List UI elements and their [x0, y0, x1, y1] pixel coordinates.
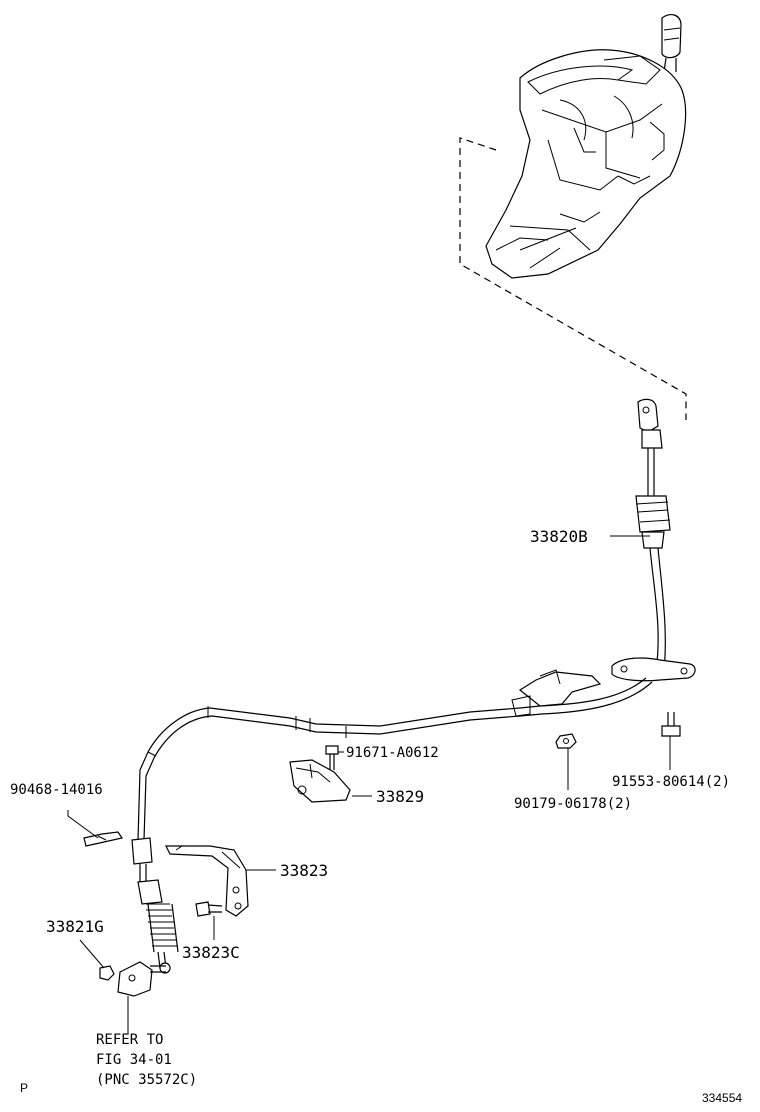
- label-90468-14016: 90468-14016: [10, 782, 103, 798]
- nut-33821g: [99, 965, 115, 981]
- bracket-33823: [165, 845, 249, 917]
- shift-cable-assembly: [131, 398, 696, 974]
- label-90179-06178: 90179-06178(2): [514, 796, 632, 812]
- label-33823c: 33823C: [182, 943, 240, 962]
- nut-90179: [555, 733, 577, 749]
- leader-lines: [67, 535, 671, 1034]
- label-refer-line2: FIG 34-01: [96, 1052, 172, 1068]
- bolt-91553: [661, 712, 681, 737]
- label-33821g: 33821G: [46, 917, 104, 936]
- label-refer-line3: (PNC 35572C): [96, 1072, 197, 1088]
- corner-marker: P: [20, 1081, 28, 1095]
- label-refer-line1: REFER TO: [96, 1032, 163, 1048]
- bracket-33829: [289, 759, 351, 803]
- label-33823: 33823: [280, 861, 328, 880]
- figure-number: 334554: [702, 1091, 742, 1105]
- label-91671-a0612: 91671-A0612: [346, 745, 439, 761]
- bracket-fig-34-01: [117, 961, 166, 997]
- clip-90468: [83, 831, 123, 847]
- bolt-91671-a0612: [325, 745, 339, 770]
- label-91553-80614: 91553-80614(2): [612, 774, 730, 790]
- label-33829: 33829: [376, 787, 424, 806]
- shift-lever-assembly: [485, 14, 687, 279]
- bolt-33823c: [195, 901, 223, 917]
- label-33820b: 33820B: [530, 527, 588, 546]
- phantom-outline: [459, 137, 687, 420]
